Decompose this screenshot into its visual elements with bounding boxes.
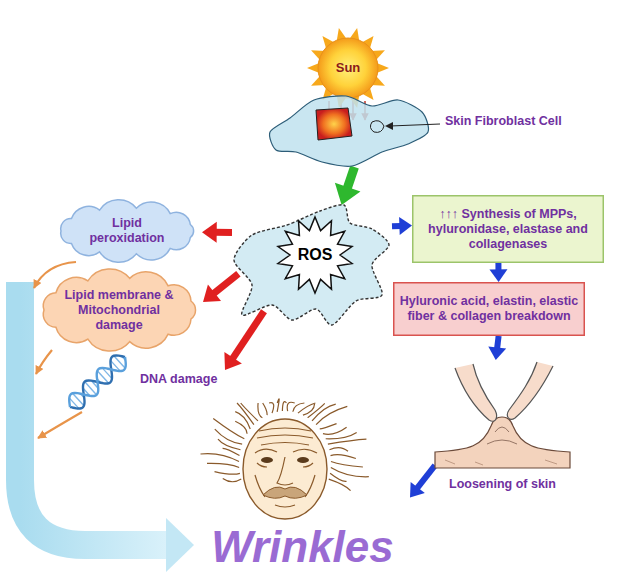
red-arrow [224,311,264,370]
dna-damage: DNA damage [65,352,225,412]
red-arrow [203,274,238,302]
node-label: Hyluronic acid, elastin, elastic fiber &… [399,294,579,324]
wrinkled-face: Wrinkles [195,405,410,573]
breakdown-box: Hyluronic acid, elastin, elastic fiber &… [393,282,585,336]
blue-arrow [489,263,507,282]
pinch-shape [435,360,570,495]
synthesis-box: ↑↑↑ Synthesis of MPPs, hyluronidase, ela… [412,195,604,263]
lipid-peroxidation-cloud: Lipid peroxidation [52,200,202,262]
skin-pinch: Loosening of skin [435,360,570,495]
sun-circle: Sun [318,38,378,98]
membrane-damage-cloud: Lipid membrane & Mitochondrial damage [35,270,203,350]
node-label: DNA damage [140,372,217,387]
title-word: Wrinkles [211,523,394,571]
cell-shape [272,122,422,167]
node-label: Loosening of skin [449,477,556,492]
blue-arrow [410,465,435,497]
ros-cell: ROS [232,205,392,330]
blue-arrow [488,336,506,360]
node-label: Skin Fibroblast Cell [445,114,562,129]
node-label: ROS [298,245,333,264]
fibroblast-cell: Skin Fibroblast Cell [272,122,422,167]
blue-arrow [392,217,412,235]
node-label: Lipid peroxidation [75,216,179,246]
node-label: ↑↑↑ Synthesis of MPPs, hyluronidase, ela… [419,207,597,252]
node-label: Sun [336,60,361,76]
green-arrow [335,167,361,205]
ros-shape [232,205,392,330]
node-label: Lipid membrane & Mitochondrial damage [58,288,180,333]
red-arrow [202,222,232,243]
